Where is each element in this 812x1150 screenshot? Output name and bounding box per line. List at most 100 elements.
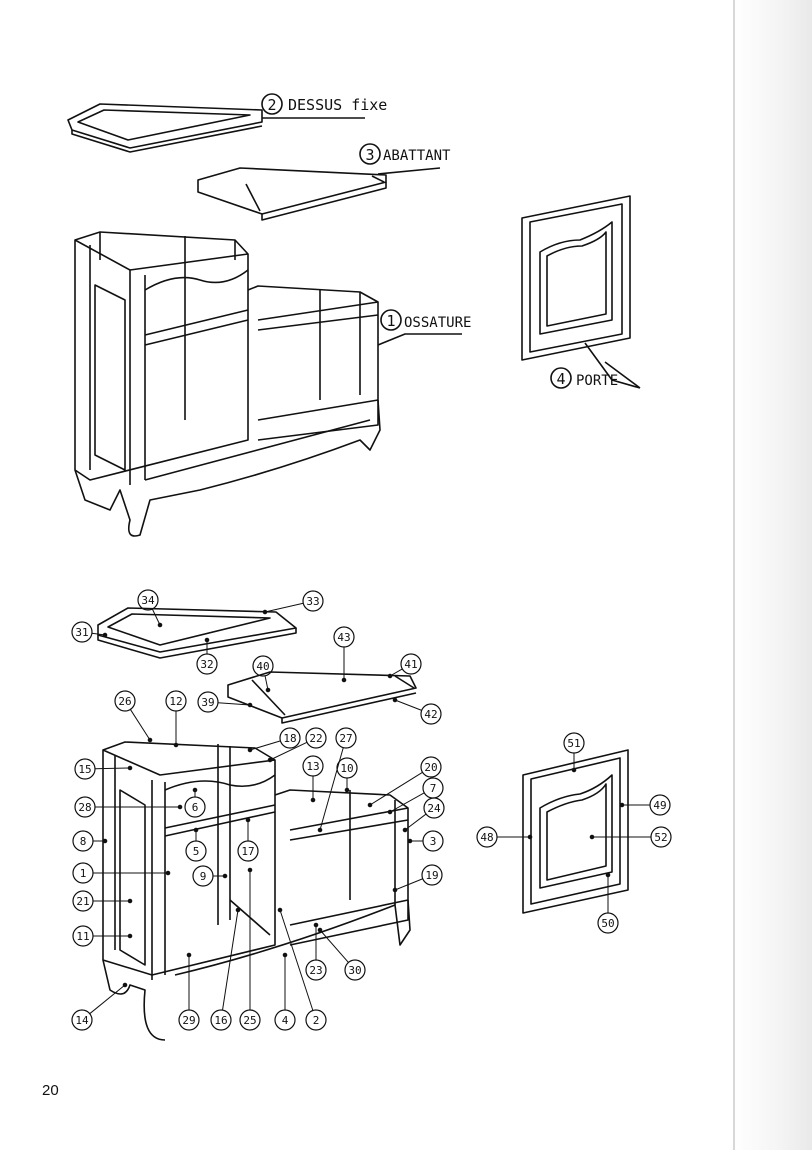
leader-dot (127, 765, 133, 771)
leader-dot (157, 622, 163, 628)
leader-dot (344, 787, 350, 793)
callout-number: 6 (192, 801, 199, 814)
callout-31: 31 (71, 621, 108, 643)
callout-9: 9 (192, 865, 228, 887)
callout-22: 22 (267, 727, 327, 763)
leader-line (94, 767, 131, 770)
callout-circle (192, 865, 214, 887)
callout-circle (72, 830, 94, 852)
callout-number: 28 (78, 801, 91, 814)
callout-circle (252, 655, 274, 677)
callout-29: 29 (178, 952, 200, 1031)
callout-circle (650, 826, 672, 848)
leader-line (404, 813, 427, 831)
leader-line (389, 792, 425, 813)
callout-30: 30 (317, 927, 366, 981)
leader-dot (247, 747, 253, 753)
leader-dot (571, 767, 577, 773)
callout-number: 3 (430, 835, 437, 848)
leader-line (249, 740, 281, 751)
callout-41: 41 (387, 653, 422, 679)
callout-circle (421, 864, 443, 886)
callout-circle (335, 727, 357, 749)
leader-line (217, 702, 251, 706)
part-label: ABATTANT (383, 148, 451, 164)
abattant-board (197, 167, 387, 221)
leader-dot (127, 898, 133, 904)
callout-number: 25 (243, 1014, 256, 1027)
callout-number: 15 (78, 763, 91, 776)
callout-33: 33 (262, 590, 324, 615)
leader-line (394, 699, 422, 711)
leader-dot (317, 827, 323, 833)
callout-circle (279, 727, 301, 749)
callout-circle (185, 840, 207, 862)
leader-line (151, 608, 161, 626)
callout-circle (344, 959, 366, 981)
callout-circle (237, 840, 259, 862)
leader-line (319, 747, 344, 831)
callout-number: 52 (654, 831, 667, 844)
leader-dot (235, 907, 241, 913)
callout-number: 49 (653, 799, 666, 812)
callout-circle (302, 590, 324, 612)
leader-line (264, 675, 269, 691)
callout-circle (74, 796, 96, 818)
callout-circle (196, 653, 218, 675)
top-board-dessus (67, 103, 263, 153)
callout-3: 3 (407, 830, 444, 852)
callout-number: 12 (169, 695, 182, 708)
callout-25: 25 (239, 867, 261, 1031)
leader-line (129, 709, 151, 741)
ossature-frame (74, 231, 381, 537)
callout-number: 19 (425, 869, 438, 882)
callout-17: 17 (237, 817, 259, 862)
callout-number: 9 (200, 870, 207, 883)
callout-circle (72, 862, 94, 884)
leader-dot (247, 702, 253, 708)
page-number: 20 (42, 1082, 59, 1099)
callout-circle (137, 589, 159, 611)
callout-number: 50 (601, 917, 614, 930)
callout-4: 4 (274, 952, 296, 1031)
callout-circle (274, 1009, 296, 1031)
leader-line (319, 929, 349, 963)
callout-11: 11 (72, 925, 133, 947)
leader-dot (262, 609, 268, 615)
callout-50: 50 (597, 872, 619, 934)
page-edge-shadow (734, 0, 812, 1150)
callout-19: 19 (392, 864, 443, 893)
leader-abattant (377, 167, 441, 175)
callout-circle (476, 826, 498, 848)
callout-circle (178, 1009, 200, 1031)
label-porte: 4 PORTE (550, 367, 618, 389)
callout-circle (261, 93, 283, 115)
page-edge-line (733, 0, 735, 1150)
callout-number: 43 (337, 631, 350, 644)
part-label: OSSATURE (404, 315, 471, 331)
callout-number: 18 (283, 732, 296, 745)
callout-1: 1 (72, 862, 171, 884)
callout-circle (597, 912, 619, 934)
callout-16: 16 (210, 907, 241, 1031)
callout-5: 5 (185, 827, 207, 862)
callout-number: 30 (348, 964, 361, 977)
callout-20: 20 (367, 756, 442, 808)
callout-circle (420, 703, 442, 725)
callout-number: 23 (309, 964, 322, 977)
callout-28: 28 (74, 796, 183, 818)
callout-number: 10 (340, 762, 353, 775)
leader-dot (265, 687, 271, 693)
leader-line (389, 668, 403, 677)
callout-circle (239, 1009, 261, 1031)
leader-dot (367, 802, 373, 808)
callout-circle (305, 727, 327, 749)
leader-dot (222, 873, 228, 879)
callout-49: 49 (619, 794, 671, 816)
callout-circle (423, 797, 445, 819)
callout-number: 13 (306, 760, 319, 773)
callout-number: 26 (118, 695, 131, 708)
callout-18: 18 (247, 727, 301, 753)
callout-number: 27 (339, 732, 352, 745)
callout-number: 31 (75, 626, 88, 639)
